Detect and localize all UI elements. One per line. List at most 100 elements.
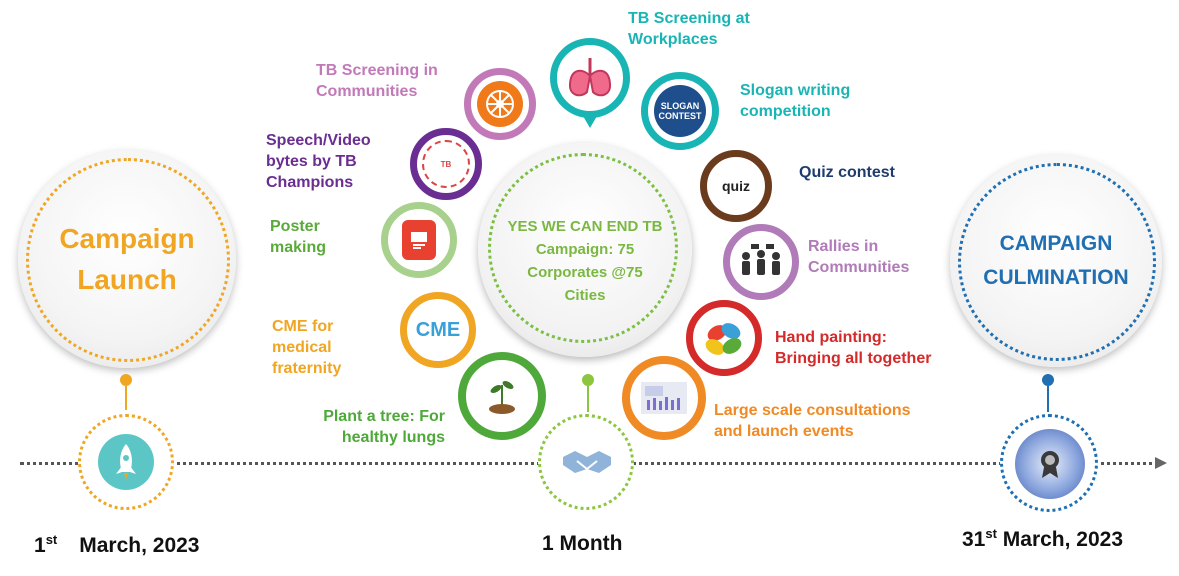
crowd-rally-icon (723, 224, 799, 300)
label-line: Communities (808, 259, 910, 276)
painted-hands-icon (686, 300, 762, 376)
quiz-core: quiz (714, 164, 758, 208)
handshake-glyph (563, 451, 611, 473)
campaign-culmination-dotted-ring (958, 163, 1156, 361)
label-line: CME for (272, 318, 334, 335)
rocket-icon (98, 434, 154, 490)
month-pin-line (587, 386, 589, 412)
activity-label-workplaces: TB Screening at Workplaces (628, 8, 750, 50)
label-line: Quiz contest (799, 164, 896, 181)
award-glyph (1041, 451, 1059, 478)
campaign-launch-label: Campaign Launch (59, 221, 194, 297)
rocket-glyph (116, 444, 136, 480)
campaign-launch-circle: Campaign Launch (18, 150, 236, 368)
start-day-suffix: st (45, 532, 58, 547)
label-line: TB Screening at (628, 10, 750, 27)
label-line: medical (272, 339, 332, 356)
end-day-suffix: st (985, 526, 997, 541)
hands-glyph (705, 323, 742, 355)
hub-line3: Corporates @75 (527, 264, 643, 281)
event-venue-icon (622, 356, 706, 440)
end-day: 31 (962, 528, 986, 551)
culmination-pin-line (1047, 386, 1049, 412)
timeline-arrow-icon (1155, 457, 1167, 469)
label-line: healthy lungs (341, 429, 445, 446)
label-line: fraternity (272, 360, 342, 377)
stamp-core: TB (422, 140, 470, 188)
label-line: Plant a tree: For (323, 408, 445, 425)
activity-label-consultations: Large scale consultations and launch eve… (714, 400, 911, 442)
campaign-launch-line1: Campaign (59, 223, 195, 254)
duration-text: 1 Month (542, 532, 623, 555)
label-line: Large scale consultations (714, 402, 911, 419)
activity-label-rallies: Rallies in Communities (808, 236, 909, 278)
activity-label-speech: Speech/Video bytes by TB Champions (266, 130, 371, 193)
start-month-year: March, 2023 (79, 534, 200, 557)
lungs-icon (550, 38, 630, 118)
poster-icon (381, 202, 457, 278)
label-line: Rallies in (808, 238, 879, 255)
campaign-culmination-label: CAMPAIGN CULMINATION (983, 231, 1128, 291)
lungs-glyph (568, 58, 612, 97)
label-line: competition (740, 103, 831, 120)
crowd-glyph (742, 244, 780, 275)
label-line: Champions (266, 174, 354, 191)
center-hub: YES WE CAN END TB Campaign: 75 Corporate… (478, 143, 692, 357)
label-line: Bringing all together (775, 350, 932, 367)
label-line: Poster (270, 218, 320, 235)
campaign-culmination-line2: CULMINATION (983, 265, 1129, 289)
hub-line4: Cities (564, 287, 606, 304)
campaign-launch-dotted-ring (26, 158, 230, 362)
label-line: and launch events (714, 423, 854, 440)
activity-label-plant: Plant a tree: For healthy lungs (303, 406, 445, 448)
label-line: making (270, 239, 327, 256)
end-date-label: 31st March, 2023 (962, 526, 1123, 552)
cme-core: CME (416, 308, 460, 352)
sapling-glyph (489, 381, 515, 414)
culmination-milestone (1000, 414, 1098, 512)
handshake-icon (559, 443, 615, 483)
cme-icon: CME (400, 292, 476, 368)
campaign-culmination-circle: CAMPAIGN CULMINATION (950, 155, 1162, 367)
culmination-pin-dot (1042, 374, 1054, 386)
activity-label-quiz: Quiz contest (799, 162, 895, 183)
label-line: TB Screening in (316, 62, 438, 79)
wheel-core (477, 81, 523, 127)
campaign-launch-line2: Launch (77, 264, 177, 295)
label-line: Hand painting: (775, 329, 887, 346)
hub-line2: Campaign: 75 (535, 241, 635, 258)
activity-label-communities-screening: TB Screening in Communities (316, 60, 438, 102)
hub-dotted-ring (488, 153, 678, 343)
campaign-culmination-line1: CAMPAIGN (999, 232, 1113, 256)
activity-label-hand-painting: Hand painting: Bringing all together (775, 327, 931, 369)
hub-line1: YES WE CAN END TB (507, 218, 663, 235)
hub-text: YES WE CAN END TB Campaign: 75 Corporate… (478, 215, 692, 307)
end-month-year: March, 2023 (1002, 528, 1124, 551)
activity-label-cme: CME for medical fraternity (272, 316, 341, 379)
month-pin-dot (582, 374, 594, 386)
month-milestone (538, 414, 634, 510)
poster-glyph (411, 232, 427, 249)
middle-duration-label: 1 Month (542, 532, 622, 556)
launch-pin-line (125, 386, 127, 410)
launch-milestone (78, 414, 174, 510)
label-line: bytes by TB (266, 153, 357, 170)
quiz-icon: quiz (700, 150, 772, 222)
label-line: Workplaces (628, 31, 718, 48)
venue-glyph (641, 382, 687, 414)
dharma-wheel-icon (464, 68, 536, 140)
label-line: Speech/Video (266, 132, 371, 149)
start-date-label: 1st March, 2023 (34, 532, 200, 558)
launch-pin-dot (120, 374, 132, 386)
activity-label-poster: Poster making (270, 216, 326, 258)
activity-label-slogan: Slogan writing competition (740, 80, 850, 122)
label-line: Slogan writing (740, 82, 851, 99)
bubble-pointer (583, 116, 597, 128)
poster-core (402, 220, 436, 260)
award-badge-icon (1015, 429, 1085, 499)
start-day: 1 (34, 534, 46, 557)
plant-sapling-icon (458, 352, 546, 440)
tb-champions-stamp-icon: TB (410, 128, 482, 200)
